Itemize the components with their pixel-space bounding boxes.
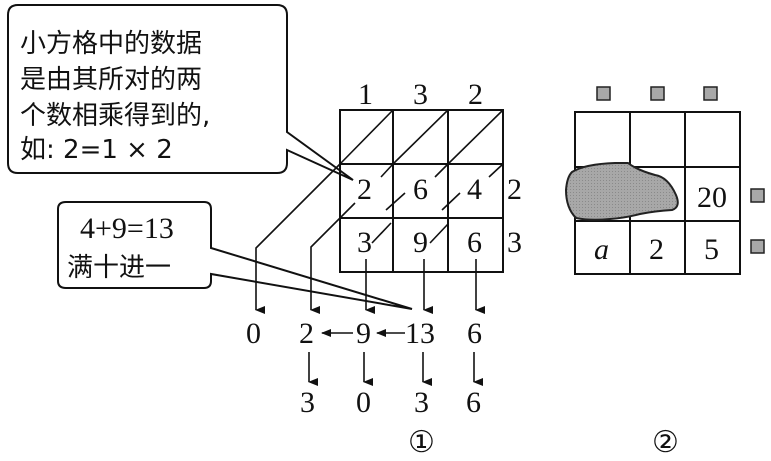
diagonal-line	[434, 163, 449, 178]
figure-1-lattice: 1 3 2 2 6 4 3 9 6 2 3	[246, 78, 522, 459]
carry-callout-bubble	[57, 201, 413, 310]
unknown-factor-marker	[703, 86, 718, 101]
diagonal-line	[380, 163, 394, 178]
rule-callout-line-2: 是由其所对的两	[20, 65, 202, 95]
result-digit-4: 6	[466, 386, 481, 419]
top-factor-2: 3	[413, 78, 428, 111]
top-factor-3: 2	[468, 78, 483, 111]
diagonal-leader-2	[310, 202, 356, 314]
carry-callout-line-1: 4+9=13	[80, 212, 174, 245]
diagonal-line	[385, 192, 406, 211]
figure-2-label: ②	[652, 426, 679, 459]
diagonal-line	[429, 223, 449, 244]
cell-r2c1: 3	[357, 226, 372, 259]
ink-blot	[564, 162, 679, 221]
rule-callout-line-3: 个数相乘得到的,	[20, 101, 210, 131]
diagonal-line	[392, 109, 449, 165]
cell-r3c2: 2	[649, 233, 664, 266]
right-factor-2: 3	[507, 226, 522, 259]
right-factor-1: 2	[507, 173, 522, 206]
result-digit-1: 3	[300, 386, 315, 419]
diagonal-leader-0	[255, 163, 341, 314]
rule-callout-line-4: 如: 2=1 × 2	[20, 135, 173, 165]
cell-r1c1: 2	[357, 173, 372, 206]
carry-callout-line-2: 满十进一	[67, 253, 171, 283]
result-digit-3: 3	[414, 386, 429, 419]
cell-r3c3: 5	[704, 233, 719, 266]
cell-r1c2: 6	[413, 173, 428, 206]
figure-1-label: ①	[408, 426, 435, 459]
diagonal-sum-4: 6	[467, 317, 482, 350]
lattice-grid-border	[339, 109, 504, 273]
diagonal-line	[339, 109, 394, 165]
cell-r1c3: 4	[467, 173, 482, 206]
unknown-factor-marker	[650, 86, 665, 101]
cell-r2c3: 6	[467, 226, 482, 259]
cell-r2c3: 20	[697, 181, 727, 214]
diagonal-line	[441, 192, 461, 211]
cell-r3c1: a	[594, 233, 609, 266]
diagonal-sum-0: 0	[246, 317, 261, 350]
carry-callout: 4+9=13 满十进一	[57, 201, 413, 310]
rule-callout-bubble	[7, 4, 354, 181]
unknown-factor-marker	[750, 188, 765, 203]
unknown-factor-marker	[596, 86, 611, 101]
rule-callout: 小方格中的数据 是由其所对的两 个数相乘得到的, 如: 2=1 × 2	[7, 4, 354, 181]
top-factor-1: 1	[358, 78, 373, 111]
result-digit-2: 0	[356, 386, 371, 419]
diagonal-sum-1: 2	[299, 317, 314, 350]
diagonal-line	[371, 222, 392, 244]
diagonal-line	[488, 163, 504, 178]
diagonal-sum-3: 13	[405, 317, 435, 350]
rule-callout-line-1: 小方格中的数据	[20, 29, 202, 59]
cell-r2c2: 9	[413, 226, 428, 259]
diagonal-sum-2: 9	[356, 317, 371, 350]
figure-2-lattice: 20 a 2 5 ②	[564, 86, 765, 459]
diagonal-line	[447, 109, 504, 165]
unknown-factor-marker	[750, 239, 765, 254]
